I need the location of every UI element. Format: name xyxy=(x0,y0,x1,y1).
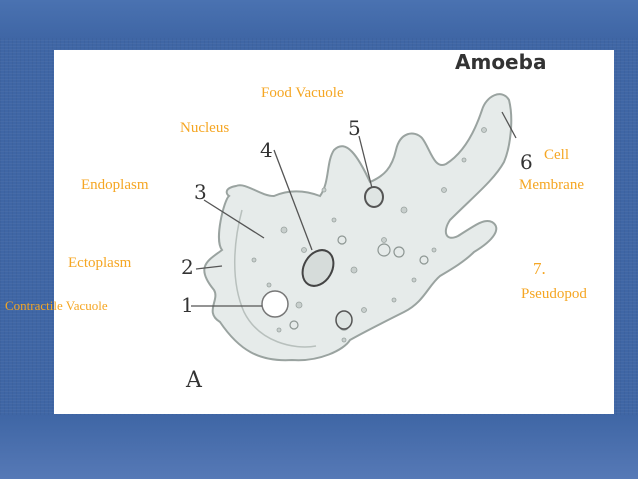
number-6: 6 xyxy=(520,150,533,174)
number-5: 5 xyxy=(348,116,361,140)
label-nucleus: Nucleus xyxy=(180,120,230,136)
label-contractile-vacuole: Contractile Vacuole xyxy=(5,298,108,313)
label-ectoplasm: Ectoplasm xyxy=(68,255,132,271)
label-pseudopod: Pseudopod xyxy=(521,286,587,302)
label-food-vacuole: Food Vacuole xyxy=(261,85,344,101)
label-cell: Cell xyxy=(544,147,569,163)
top-band xyxy=(0,0,638,38)
bottom-band xyxy=(0,415,638,479)
amoeba-illustration xyxy=(191,93,517,362)
figure-letter: A xyxy=(186,368,202,393)
label-pseudopod-number: 7. xyxy=(533,259,546,278)
number-2: 2 xyxy=(181,255,194,279)
diagram-panel: Amoeba 1 2 3 4 5 6 A xyxy=(54,50,614,414)
diagram-title: Amoeba xyxy=(455,50,547,74)
number-1: 1 xyxy=(181,293,194,317)
number-4: 4 xyxy=(260,138,273,162)
label-endoplasm: Endoplasm xyxy=(81,177,149,193)
number-3: 3 xyxy=(194,180,207,204)
label-membrane: Membrane xyxy=(519,177,584,193)
